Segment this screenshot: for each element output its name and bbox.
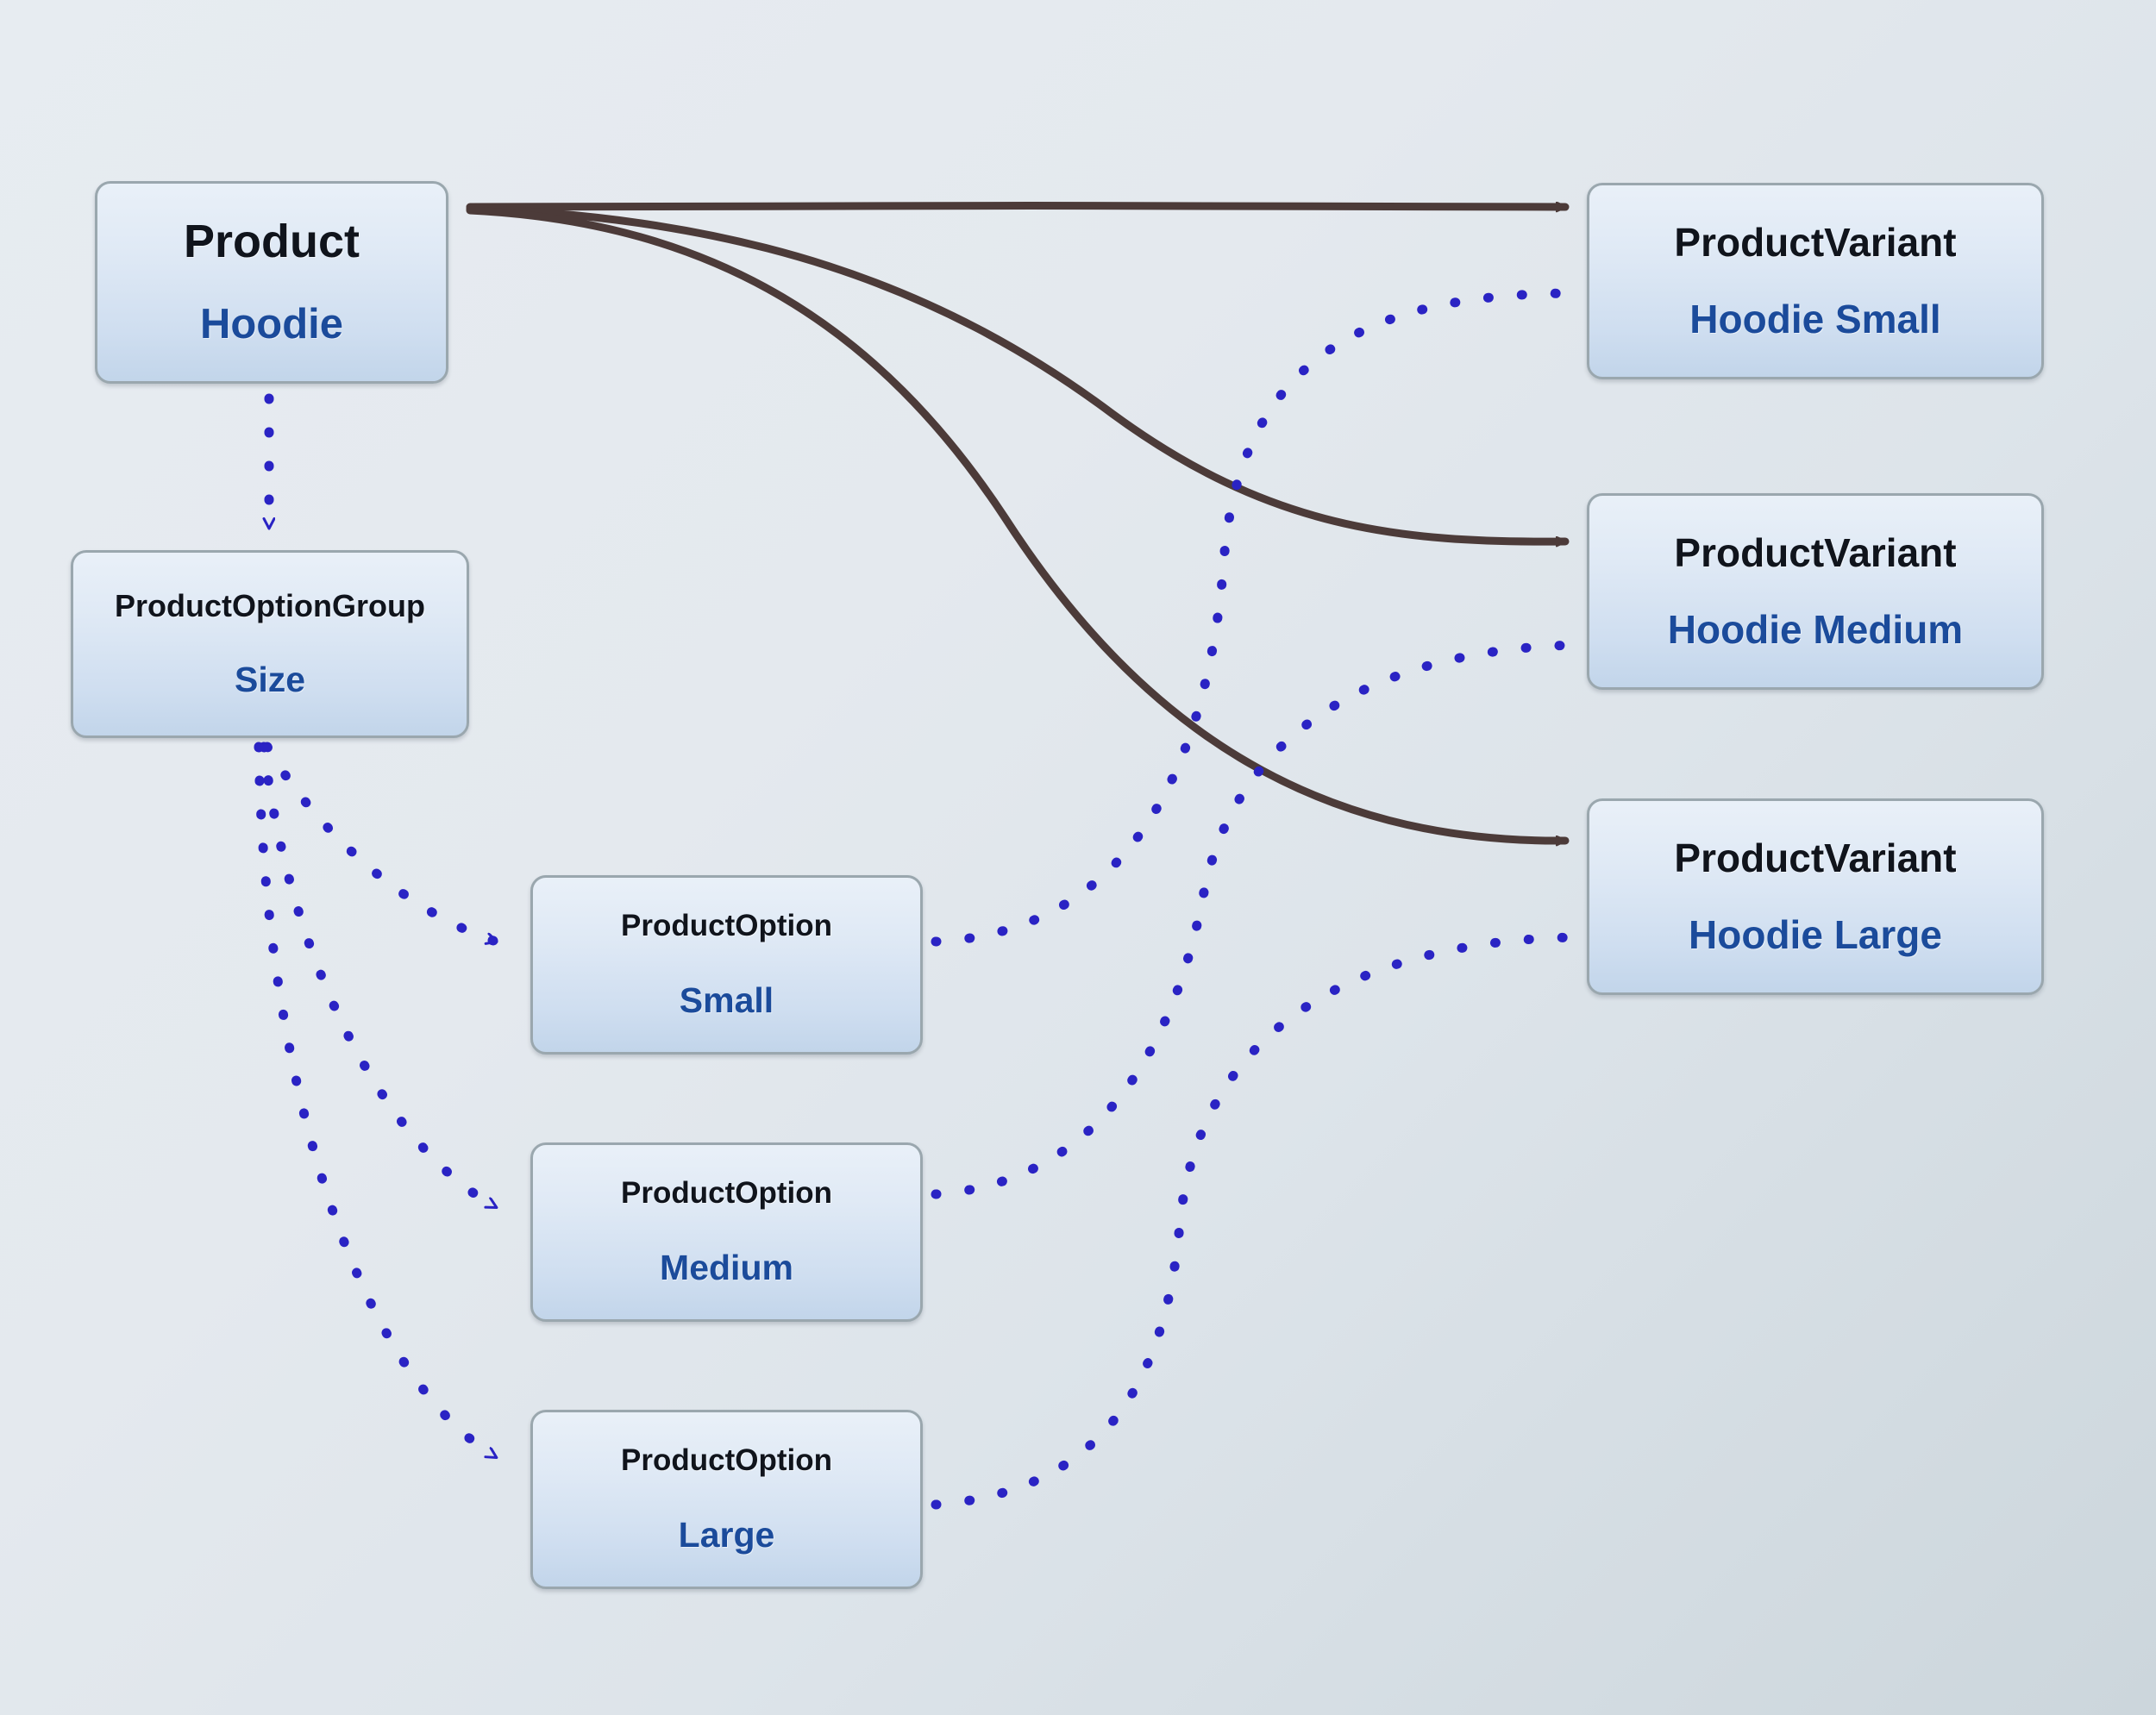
edge-group-to-option-large <box>254 742 501 1462</box>
node-product-variant-medium[interactable]: ProductVariant Hoodie Medium <box>1587 493 2044 690</box>
edge-product-to-variant-large <box>466 206 1570 841</box>
node-product-variant-small-type: ProductVariant <box>1674 220 1957 266</box>
node-product-variant-medium-type: ProductVariant <box>1674 530 1957 576</box>
node-product-option-small[interactable]: ProductOption Small <box>530 875 923 1055</box>
node-product-option-small-value: Small <box>679 980 774 1020</box>
edge-product-to-variant-medium <box>466 204 1570 541</box>
node-product[interactable]: Product Hoodie <box>95 181 448 384</box>
node-product-value: Hoodie <box>199 301 344 348</box>
node-product-variant-large[interactable]: ProductVariant Hoodie Large <box>1587 798 2044 995</box>
edge-product-to-variant-small <box>466 206 1570 208</box>
node-product-type: Product <box>183 215 360 267</box>
edge-option-small-to-variant-small <box>931 288 1583 947</box>
edge-group-to-option-small <box>262 742 501 947</box>
node-product-option-medium[interactable]: ProductOption Medium <box>530 1142 923 1322</box>
node-product-option-large-value: Large <box>678 1514 775 1555</box>
node-product-variant-large-type: ProductVariant <box>1674 836 1957 881</box>
node-product-variant-small[interactable]: ProductVariant Hoodie Small <box>1587 183 2044 379</box>
node-product-option-group-value: Size <box>234 660 306 700</box>
node-product-option-medium-type: ProductOption <box>621 1176 832 1211</box>
edge-group-to-option-medium <box>259 742 501 1212</box>
node-product-option-large[interactable]: ProductOption Large <box>530 1410 923 1589</box>
node-product-option-group[interactable]: ProductOptionGroup Size <box>71 550 469 738</box>
node-product-variant-medium-value: Hoodie Medium <box>1667 607 1964 652</box>
node-product-variant-large-value: Hoodie Large <box>1689 912 1942 957</box>
node-product-option-medium-value: Medium <box>660 1247 793 1287</box>
node-product-option-group-type: ProductOptionGroup <box>115 587 425 623</box>
node-product-option-small-type: ProductOption <box>621 909 832 943</box>
edge-option-medium-to-variant-medium <box>931 640 1583 1199</box>
node-product-variant-small-value: Hoodie Small <box>1689 297 1941 341</box>
node-product-option-large-type: ProductOption <box>621 1443 832 1478</box>
edge-option-large-to-variant-large <box>931 932 1583 1510</box>
